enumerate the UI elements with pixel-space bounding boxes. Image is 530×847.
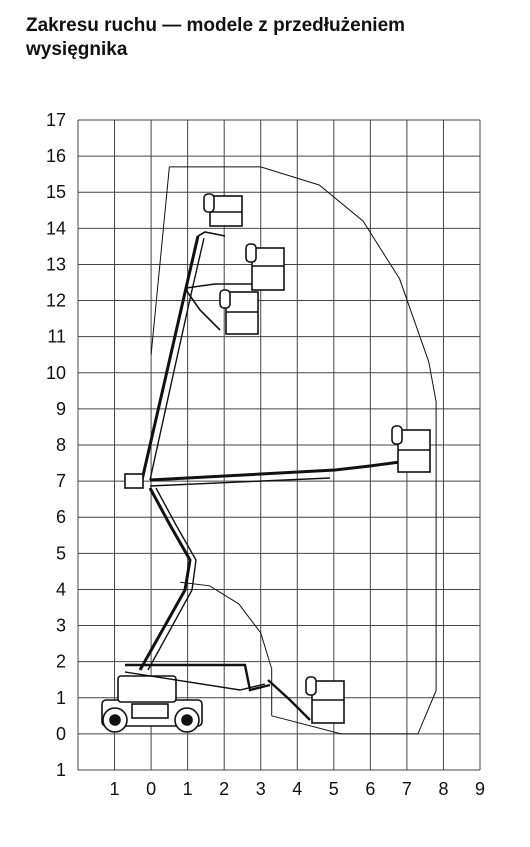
y-tick-label: 5 — [56, 543, 66, 563]
y-tick-label: 8 — [56, 435, 66, 455]
x-tick-label: 3 — [256, 779, 266, 799]
x-tick-label: 4 — [292, 779, 302, 799]
y-tick-label: 2 — [56, 652, 66, 672]
x-tick-label: 7 — [402, 779, 412, 799]
y-tick-label: 10 — [46, 363, 66, 383]
counterweight — [117, 675, 177, 703]
y-tick-label: 1 — [56, 688, 66, 708]
y-tick-label: 3 — [56, 616, 66, 636]
y-tick-label: 11 — [47, 327, 66, 347]
x-tick-label: 1 — [110, 779, 120, 799]
y-tick-label: 13 — [46, 254, 66, 274]
grid — [77, 119, 481, 771]
x-tick-label: 1 — [183, 779, 193, 799]
envelope-left-edge — [150, 166, 170, 355]
platform-top — [203, 193, 243, 227]
y-tick-label: 6 — [56, 507, 66, 527]
x-tick-label: 5 — [329, 779, 339, 799]
y-tick-label: 0 — [56, 724, 66, 744]
y-tick-label: 4 — [56, 579, 66, 599]
y-tick-label: 17 — [46, 110, 66, 130]
y-tick-label: 16 — [46, 146, 66, 166]
x-tick-label: 0 — [146, 779, 156, 799]
y-tick-label: 12 — [46, 291, 66, 311]
y-tick-label: 9 — [56, 399, 66, 419]
x-tick-label: 8 — [438, 779, 448, 799]
x-tick-label: 6 — [365, 779, 375, 799]
platform-low-reach — [305, 676, 345, 724]
x-tick-label: 2 — [219, 779, 229, 799]
y-tick-label: 15 — [46, 182, 66, 202]
platform-horizontal-reach — [391, 425, 431, 473]
platform-lower-middle — [219, 289, 259, 335]
y-tick-label: 14 — [46, 218, 66, 238]
y-tick-label: 7 — [56, 471, 66, 491]
platform-upper-middle — [245, 243, 285, 291]
work-envelope — [150, 166, 437, 735]
x-axis-tick-labels: 1 0 1 2 3 4 5 6 7 8 9 — [110, 779, 485, 799]
outer-envelope-curve — [169, 166, 437, 735]
diagram-title: Zakresu ruchu — modele z przedłużeniem w… — [26, 15, 406, 60]
machine-illustration — [101, 193, 431, 733]
x-tick-label: 9 — [475, 779, 485, 799]
inner-envelope-curve — [180, 581, 273, 716]
y-tick-label: 1 — [56, 760, 66, 780]
